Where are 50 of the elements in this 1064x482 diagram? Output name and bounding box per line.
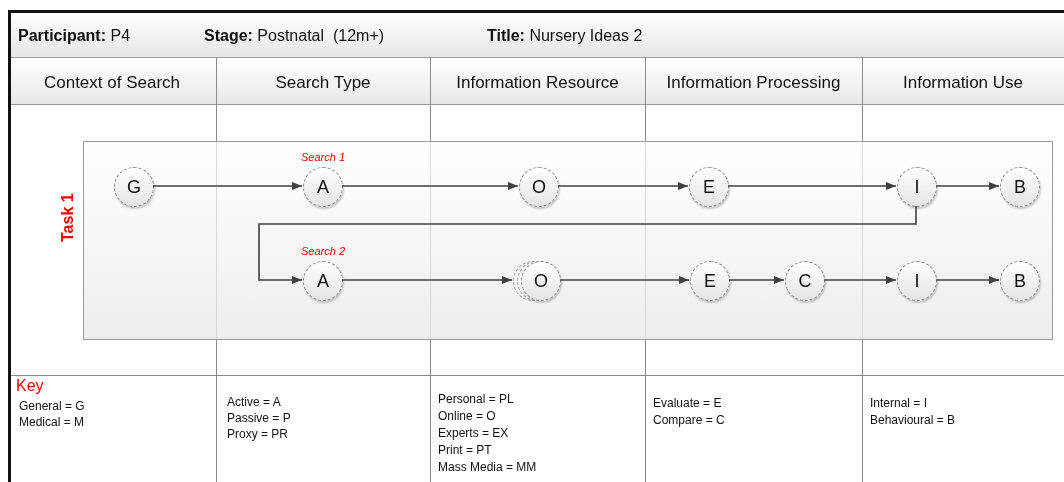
arrow — [727, 182, 897, 190]
node-letter: B — [1014, 178, 1026, 196]
node-letter: I — [914, 178, 920, 196]
column-header: Information Use — [902, 72, 1024, 94]
stage-label: Stage: Postnatal (12m+) — [204, 26, 385, 46]
key-entry: Online = O — [438, 410, 496, 422]
search-label: Search 1 — [301, 152, 345, 163]
node-letter: O — [532, 178, 546, 196]
node-letter: A — [317, 272, 329, 290]
key-entry: Internal = I — [870, 397, 928, 409]
key-entry: Print = PT — [438, 444, 492, 456]
arrow — [935, 276, 1000, 284]
stacked-circle-node — [513, 261, 561, 301]
key-heading: Key — [16, 378, 44, 394]
key-entry: Mass Media = MM — [438, 461, 537, 473]
key-entry: General = G — [19, 400, 85, 412]
node-letter: G — [127, 178, 141, 196]
column-header: Search Type — [274, 72, 372, 94]
task-label: Task 1 — [58, 191, 77, 242]
key-entry: Passive = P — [227, 412, 291, 424]
column-header: Context of Search — [42, 72, 182, 94]
node-letter: I — [914, 272, 920, 290]
column-header: Information Processing — [665, 72, 842, 94]
key-entry: Compare = C — [653, 414, 725, 426]
column-header: Information Resource — [455, 72, 620, 94]
key-entry: Proxy = PR — [227, 428, 289, 440]
arrow — [152, 182, 303, 190]
node-letter: B — [1014, 272, 1026, 290]
title-label: Title: Nursery Ideas 2 — [487, 26, 643, 46]
node-letter: C — [798, 272, 812, 290]
key-entry: Experts = EX — [438, 427, 509, 439]
node-letter: E — [703, 178, 715, 196]
key-entry: Active = A — [227, 396, 281, 408]
arrow — [935, 182, 1000, 190]
key-entry: Behavioural = B — [870, 414, 956, 426]
search-label: Search 2 — [301, 246, 345, 257]
arrow — [728, 276, 785, 284]
arrow — [559, 276, 690, 284]
key-entry: Personal = PL — [438, 393, 514, 405]
node-letter: A — [317, 178, 329, 196]
participant-label: Participant: P4 — [18, 26, 131, 46]
key-entry: Evaluate = E — [653, 397, 722, 409]
arrow — [341, 276, 513, 284]
arrow — [341, 182, 519, 190]
node-letter: O — [534, 272, 548, 290]
arrow — [557, 182, 689, 190]
node-letter: E — [704, 272, 716, 290]
key-entry: Medical = M — [19, 416, 85, 428]
arrow — [258, 205, 917, 284]
arrow — [823, 276, 897, 284]
